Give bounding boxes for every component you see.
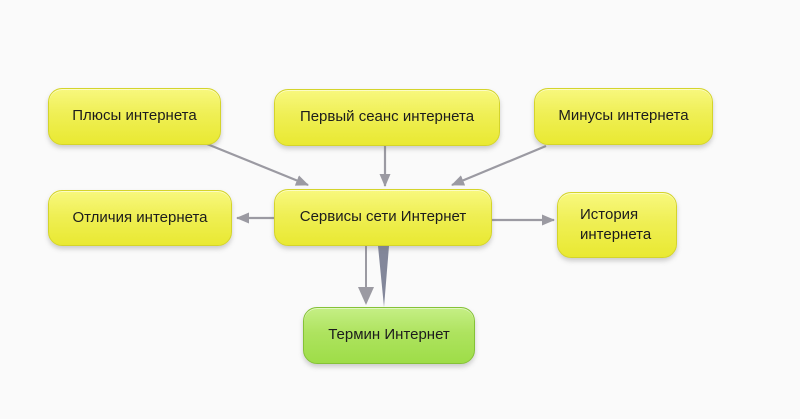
node-plusy-interneta[interactable]: Плюсы интернета [48, 88, 221, 145]
node-label: Первый сеанс интернета [299, 108, 475, 126]
node-label: Термин Интернет [328, 326, 450, 344]
node-servisy-seti-internet[interactable]: Сервисы сети Интернет [274, 189, 492, 246]
node-label: История интернета [580, 205, 652, 243]
node-istoriya-interneta[interactable]: История интернета [557, 192, 677, 258]
node-label: Отличия интернета [72, 208, 208, 226]
edge-servisy-termin-branch [378, 246, 389, 307]
node-label: Минусы интернета [558, 107, 689, 125]
edge-plusy-servisy [206, 142, 309, 187]
node-otlichiya-interneta[interactable]: Отличия интернета [48, 190, 232, 246]
node-minusy-interneta[interactable]: Минусы интернета [534, 88, 713, 145]
edge-minusy-servisy [451, 144, 547, 187]
node-label: Плюсы интернета [72, 107, 197, 125]
node-label: Сервисы сети Интернет [299, 208, 467, 226]
node-pervyi-seans-interneta[interactable]: Первый сеанс интернета [274, 89, 500, 146]
node-termin-internet[interactable]: Термин Интернет [303, 307, 475, 364]
